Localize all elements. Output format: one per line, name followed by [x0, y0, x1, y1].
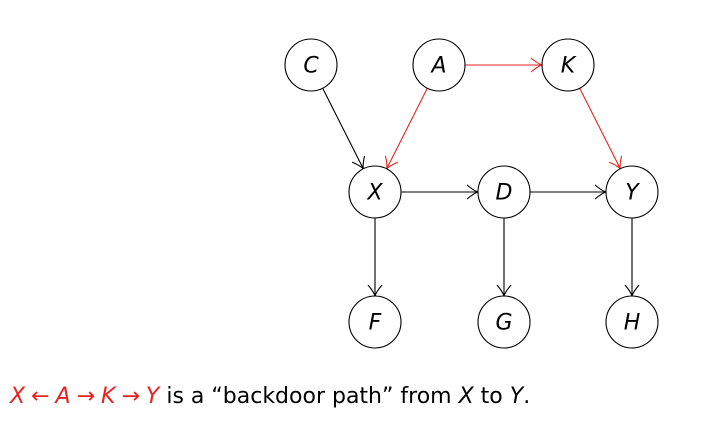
node-circle: [477, 295, 531, 349]
caption-path-y: Y: [145, 384, 160, 409]
edge-d-y: [530, 184, 609, 200]
node-circle: [284, 38, 338, 92]
node-label: C: [303, 54, 319, 79]
node-circle: [605, 165, 659, 219]
caption-path-a: A: [55, 384, 71, 409]
node-label: D: [496, 181, 513, 206]
node-circle: [412, 38, 466, 92]
node-circle: [348, 165, 402, 219]
node-k: K: [541, 38, 595, 92]
edge-line: [579, 87, 621, 170]
caption-var-from: X: [458, 384, 474, 409]
caption-arrow-left: ←: [31, 384, 50, 409]
node-circle: [541, 38, 595, 92]
caption-path-k: K: [101, 384, 116, 409]
node-label: G: [495, 311, 512, 336]
caption-arrow-right-2: →: [121, 384, 140, 409]
node-y: Y: [605, 165, 659, 219]
edge-line: [322, 87, 364, 170]
node-h: H: [605, 295, 659, 349]
node-label: Y: [625, 181, 640, 206]
node-a: A: [412, 38, 466, 92]
caption-path-x: X: [10, 384, 26, 409]
node-label: X: [366, 181, 383, 206]
node-x: X: [348, 165, 402, 219]
node-f: F: [348, 295, 402, 349]
edge-a-k: [465, 57, 545, 73]
node-label: A: [429, 54, 446, 79]
node-c: C: [284, 38, 338, 92]
edge-y-h: [624, 218, 640, 299]
edge-line: [386, 87, 428, 170]
node-circle: [605, 295, 659, 349]
edge-c-x: [322, 87, 366, 171]
node-label: H: [624, 311, 641, 336]
edge-d-g: [496, 218, 512, 299]
caption-var-to: Y: [509, 384, 524, 409]
edge-k-y: [579, 87, 623, 171]
node-g: G: [477, 295, 531, 349]
caption-text-1: is a “backdoor path” from: [159, 384, 459, 409]
caption-arrow-right-1: →: [76, 384, 96, 409]
edge-a-x: [384, 87, 428, 171]
node-label: F: [369, 311, 382, 336]
edge-x-d: [401, 184, 481, 200]
caption-text-3: .: [523, 384, 531, 409]
edge-x-f: [367, 218, 383, 299]
caption-text-2: to: [473, 384, 510, 409]
node-circle: [477, 165, 531, 219]
caption: X←A→K→Y is a “backdoor path” from X to Y…: [10, 384, 710, 409]
node-circle: [348, 295, 402, 349]
node-d: D: [477, 165, 531, 219]
nodes-layer: C A K X D Y F G H: [284, 38, 659, 349]
node-label: K: [561, 54, 577, 79]
causal-graph: C A K X D Y F G H: [284, 38, 659, 349]
